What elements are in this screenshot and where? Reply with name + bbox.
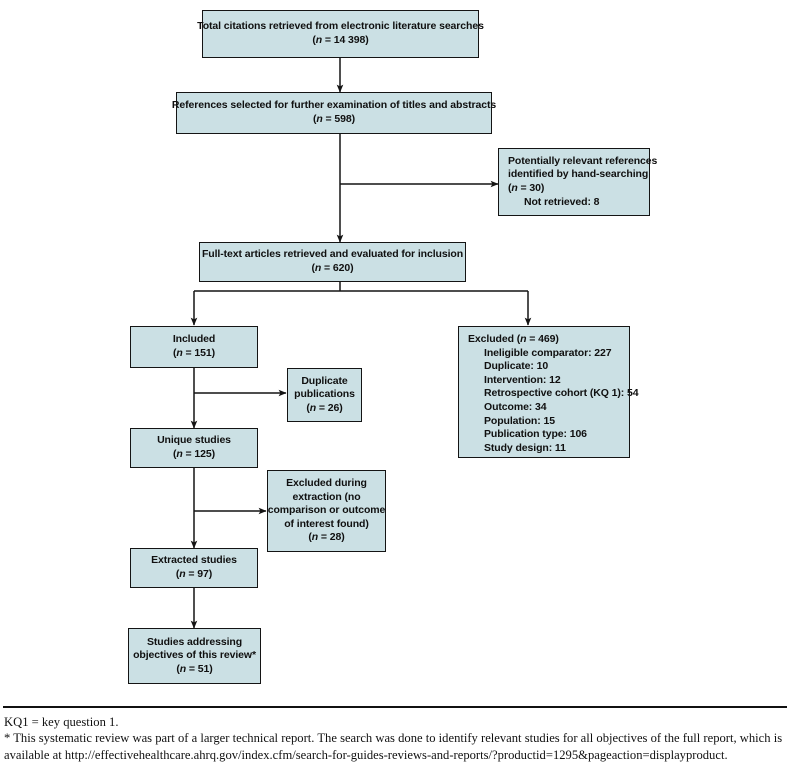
node-excluded-reason: Intervention: 12 <box>484 373 561 386</box>
footnote-asterisk-note: * This systematic review was part of a l… <box>4 731 783 762</box>
node-duplicate-line2: publications <box>294 388 355 401</box>
node-included-count: (n = 151) <box>172 347 216 359</box>
node-studies-addressing-objectives: Studies addressing objectives of this re… <box>128 628 261 684</box>
node-references-selected: References selected for further examinat… <box>172 92 496 134</box>
node-hand-searching-line2: identified by hand-searching <box>508 168 649 181</box>
node-studies-addressing-count: (n = 51) <box>176 662 213 675</box>
node-duplicate-publications: Duplicate publications (n = 26) <box>287 368 362 422</box>
node-excluded-reason: Study design: 11 <box>484 441 566 454</box>
node-studies-addressing-line1: Studies addressing <box>146 635 243 648</box>
node-duplicate-line1: Duplicate <box>301 374 348 387</box>
node-excluded-reason: Duplicate: 10 <box>484 360 549 373</box>
node-total-citations-count: (n = 14 398) <box>312 34 369 46</box>
node-references-selected-count: (n = 598) <box>312 113 356 125</box>
node-excluded-extraction-count: (n = 28) <box>308 531 345 544</box>
node-extracted-studies: Extracted studies (n = 97) <box>130 548 258 588</box>
footnote-divider <box>3 706 787 708</box>
flow-connectors <box>190 58 532 629</box>
node-hand-searching-count: (n = 30) <box>508 182 545 194</box>
node-extracted-studies-line1: Extracted studies <box>151 554 237 567</box>
node-hand-searching: Potentially relevant references identifi… <box>498 148 657 216</box>
node-excluded-reason: Retrospective cohort (KQ 1): 54 <box>484 387 639 400</box>
node-full-text-line1: Full-text articles retrieved and evaluat… <box>201 248 464 261</box>
node-excluded-extraction-line2: extraction (no <box>292 490 361 503</box>
node-included: Included (n = 151) <box>130 326 258 368</box>
node-excluded-reason: Population: 15 <box>484 414 555 427</box>
node-excluded-reason: Publication type: 106 <box>484 428 587 441</box>
node-total-citations: Total citations retrieved from electroni… <box>197 10 484 58</box>
node-total-citations-line1: Total citations retrieved from electroni… <box>197 20 484 33</box>
node-studies-addressing-line2: objectives of this review* <box>133 649 256 662</box>
node-excluded-extraction-line4: of interest found) <box>284 517 369 530</box>
node-duplicate-count: (n = 26) <box>306 401 343 414</box>
node-full-text-count: (n = 620) <box>311 262 354 274</box>
node-excluded-reason: Outcome: 34 <box>484 400 547 413</box>
node-excluded: Excluded (n = 469) Ineligible comparator… <box>458 326 639 458</box>
node-extracted-studies-count: (n = 97) <box>175 568 213 580</box>
footnote-abbreviation: KQ1 = key question 1. <box>4 715 119 729</box>
node-excluded-extraction-line3: comparison or outcome <box>267 504 386 517</box>
node-hand-searching-line1: Potentially relevant references <box>508 154 658 167</box>
footnote-block: KQ1 = key question 1. * This systematic … <box>4 714 786 763</box>
node-unique-studies: Unique studies (n = 125) <box>130 428 258 468</box>
node-included-line1: Included <box>172 333 216 346</box>
node-excluded-during-extraction: Excluded during extraction (no compariso… <box>267 470 386 552</box>
node-excluded-header: Excluded (n = 469) <box>468 333 559 345</box>
node-excluded-reason: Ineligible comparator: 227 <box>484 346 612 359</box>
node-full-text-articles: Full-text articles retrieved and evaluat… <box>199 242 466 282</box>
node-unique-studies-line1: Unique studies <box>157 434 231 447</box>
node-excluded-extraction-line1: Excluded during <box>286 477 367 490</box>
node-hand-searching-not-retrieved: Not retrieved: 8 <box>524 195 600 208</box>
node-references-selected-line1: References selected for further examinat… <box>171 99 497 112</box>
node-unique-studies-count: (n = 125) <box>172 448 216 460</box>
